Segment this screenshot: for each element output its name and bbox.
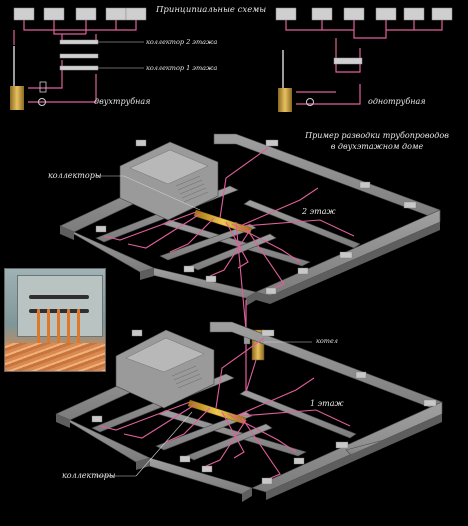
pipes-floor2 — [103, 147, 355, 331]
radiator-row-left — [13, 7, 147, 21]
label-example-title-1: Пример разводки трубопроводов — [305, 131, 449, 140]
label-collector-floor2: коллектор 2 этажа — [146, 38, 218, 46]
label-example-title-2: в двухэтажном доме — [330, 142, 424, 151]
floor-1-plan — [55, 321, 443, 502]
label-collectors-top: коллекторы — [48, 171, 102, 180]
leader-lines — [96, 41, 312, 477]
pump-icon — [38, 98, 46, 106]
scheme-one-pipe — [275, 7, 453, 112]
boiler-icon — [278, 88, 292, 112]
radiators-floor2 — [95, 139, 417, 295]
collector-manifold-right — [333, 57, 363, 65]
floor-2-plan — [59, 133, 441, 331]
label-two-pipe: двухтрубная — [94, 97, 151, 106]
label-floor2: 2 этаж — [302, 207, 336, 216]
label-one-pipe: однотрубная — [368, 97, 426, 106]
title-schemes: Принципиальные схемы — [156, 5, 267, 15]
collector-manifold-left — [59, 39, 99, 71]
boiler-icon — [10, 86, 24, 110]
label-collector-floor1: коллектор 1 этажа — [146, 64, 218, 72]
scheme-two-pipe — [10, 7, 147, 110]
pipes-one-pipe — [285, 20, 443, 105]
radiator-row-right — [275, 7, 453, 21]
pipes-two-pipe — [13, 20, 137, 103]
label-floor1: 1 этаж — [310, 399, 344, 408]
label-collectors-bottom: коллекторы — [62, 471, 116, 480]
radiators-floor1 — [91, 329, 437, 485]
label-boiler: котел — [316, 337, 338, 345]
collector-photo — [4, 268, 106, 372]
pump-icon — [306, 98, 314, 106]
